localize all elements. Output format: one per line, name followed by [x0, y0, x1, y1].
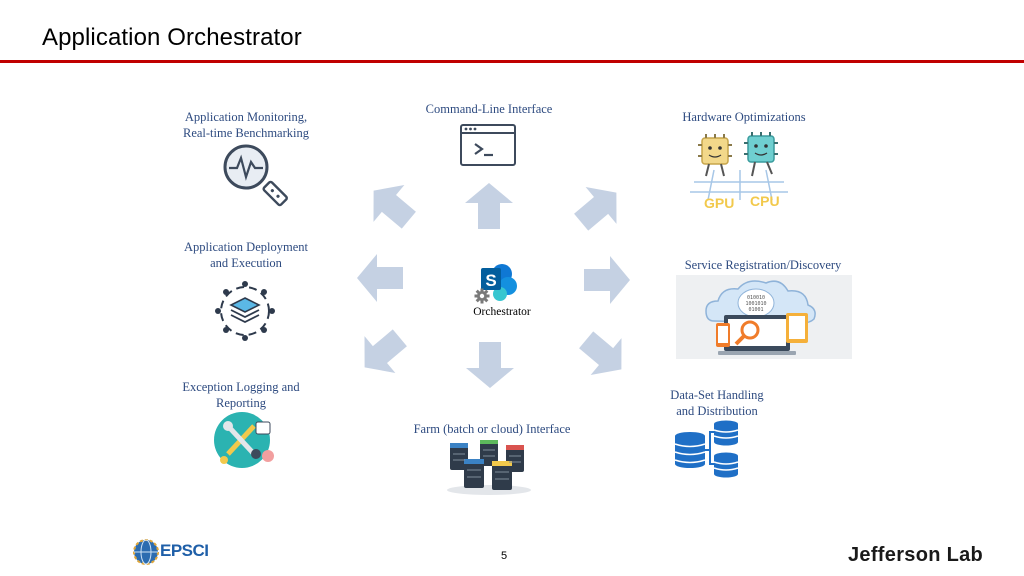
layers-network-icon — [215, 281, 275, 341]
node-exception-label: Exception Logging and Reporting — [182, 380, 300, 410]
node-hardware-label: Hardware Optimizations — [682, 110, 806, 124]
svg-text:CPU: CPU — [750, 193, 780, 209]
arrow-down-right — [570, 321, 637, 388]
arrow-up — [465, 183, 513, 229]
slide-title: Application Orchestrator — [42, 24, 302, 51]
node-deployment-label: Application Deployment and Execution — [184, 240, 308, 270]
node-dataset-label: Data-Set Handling and Distribution — [670, 388, 764, 418]
tools-gears-icon — [214, 412, 274, 468]
sharepoint-orchestrator-icon: S — [474, 264, 517, 304]
node-service-label: Service Registration/Discovery — [684, 258, 842, 272]
svg-text:S: S — [485, 271, 496, 290]
title-rule — [0, 60, 1024, 63]
cloud-devices-icon: 010010 1001010 01001 — [676, 275, 852, 359]
node-monitoring-label: Application Monitoring, Real-time Benchm… — [182, 110, 309, 140]
page-number: 5 — [500, 550, 508, 562]
magnifier-heartbeat-icon — [223, 144, 288, 207]
svg-text:1001010: 1001010 — [745, 301, 766, 307]
server-farm-icon — [447, 440, 531, 495]
terminal-window-icon — [460, 124, 516, 166]
arrow-down-left — [349, 319, 416, 386]
epsci-logo-text: EPSCI — [160, 541, 209, 560]
node-farm-label: Farm (batch or cloud) Interface — [413, 422, 571, 436]
arrow-up-left — [358, 172, 425, 239]
epsci-globe-logo-icon — [133, 539, 159, 565]
svg-text:01001: 01001 — [748, 307, 763, 313]
node-cli-label: Command-Line Interface — [425, 102, 553, 116]
svg-text:010010: 010010 — [747, 295, 765, 301]
jefferson-lab-logo-text: Jefferson Lab — [848, 544, 984, 566]
arrow-right — [584, 256, 630, 304]
arrow-down — [466, 342, 514, 388]
svg-text:GPU: GPU — [704, 195, 734, 210]
arrow-left — [357, 254, 403, 302]
gpu-cpu-chips-icon: GPU CPU — [690, 132, 788, 210]
arrow-up-right — [565, 174, 632, 241]
databases-icon — [674, 420, 739, 478]
orchestrator-label: Orchestrator — [473, 306, 531, 318]
